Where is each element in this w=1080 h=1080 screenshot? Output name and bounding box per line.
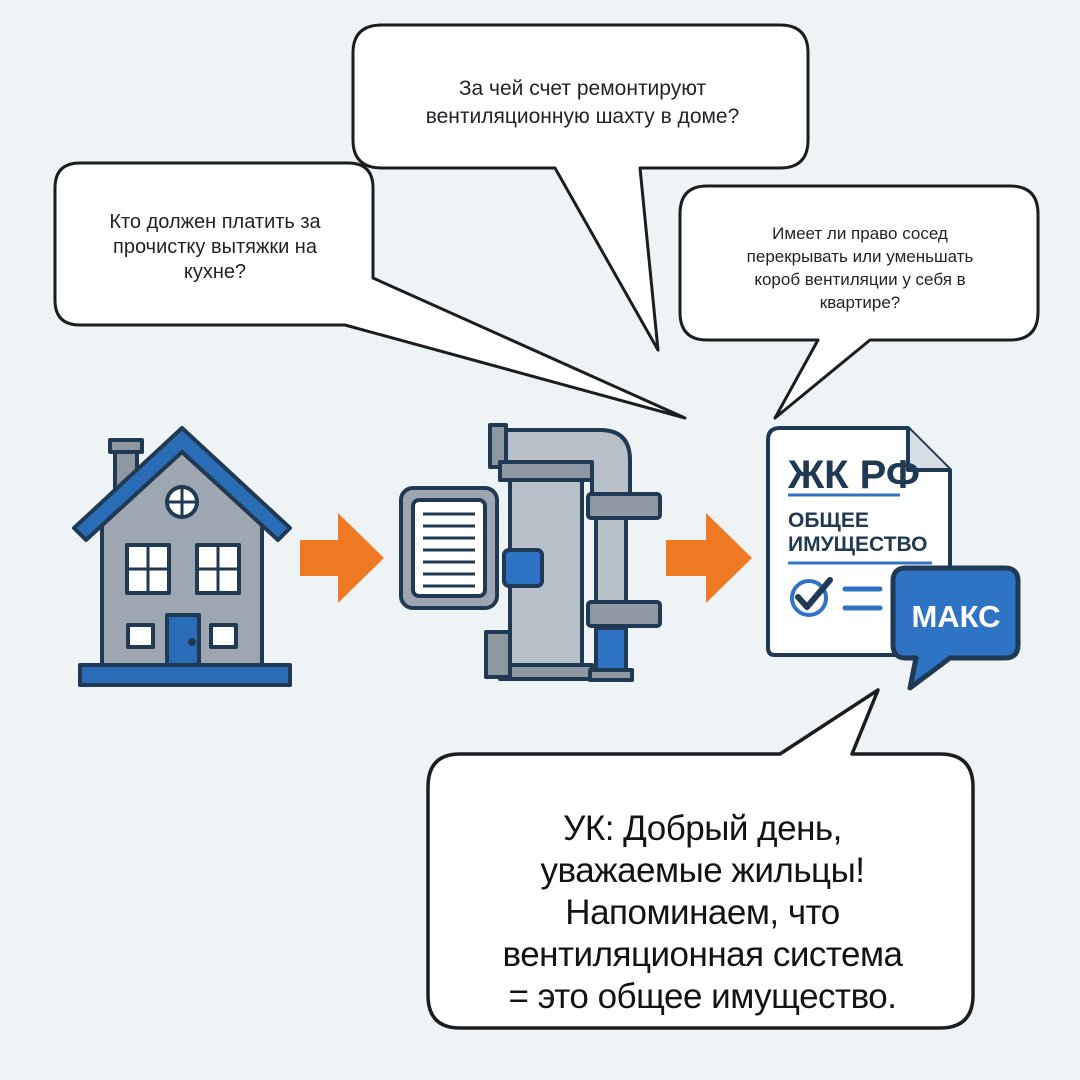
check-icon xyxy=(790,577,833,617)
ventilation-grille-icon xyxy=(399,486,499,610)
chat-badge-label: МАКС xyxy=(911,599,1000,634)
shaft-question-text: За чей счет ремонтируют вентиляционную ш… xyxy=(425,77,740,128)
kitchen-question-text: Кто должен платить за прочистку вытяжки … xyxy=(109,211,321,283)
document-lines xyxy=(842,586,883,611)
neighbor-question-bubble xyxy=(678,184,1040,420)
document-subheading-line2: ИМУЩЕСТВО xyxy=(788,533,928,556)
house-icon xyxy=(72,426,292,687)
neighbor-question-text: Имеет ли право сосед перекрывать или уме… xyxy=(746,224,974,312)
shaft-question-bubble xyxy=(351,23,810,352)
document-heading: ЖК РФ xyxy=(787,453,920,497)
chat-bubble-icon xyxy=(890,565,1021,691)
document-subheading-line1: ОБЩЕЕ xyxy=(788,509,869,532)
kitchen-question-bubble xyxy=(53,161,687,420)
answer-bubble xyxy=(426,688,975,1030)
arrow-right-icon xyxy=(666,513,752,603)
ventilation-pipe-icon xyxy=(484,423,662,682)
arrow-right-icon xyxy=(300,513,384,603)
answer-text: УК: Добрый день, уважаемые жильцы! Напом… xyxy=(502,809,904,1016)
